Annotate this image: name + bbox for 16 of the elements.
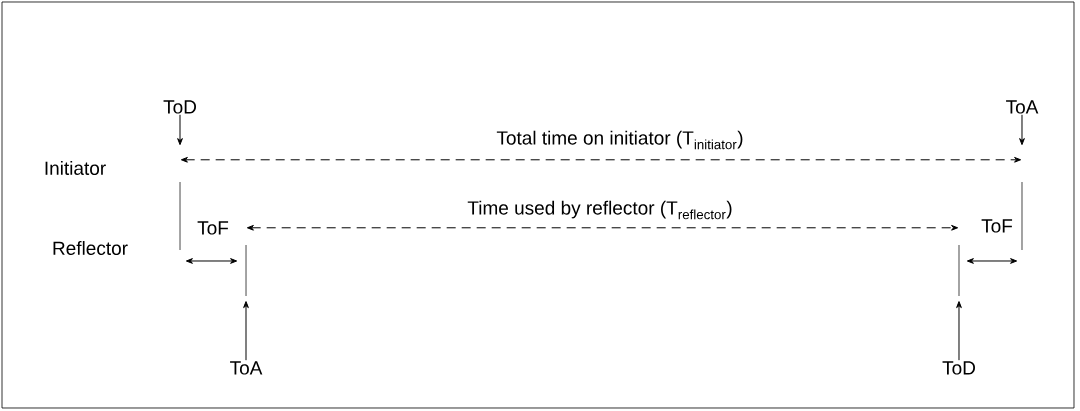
edge-label: $\text{Time used by reflector (T}_{\text{reflector}}\text{)}$ <box>466 199 734 221</box>
row-label: Initiator <box>45 161 106 175</box>
interval-label: ToF <box>197 221 229 235</box>
arrow <box>1019 114 1025 146</box>
dashed-arrow <box>180 156 1022 163</box>
time-label: ToA <box>1006 100 1039 114</box>
time-label: ToD <box>163 100 196 114</box>
arrow <box>956 301 962 361</box>
time-label: ToD <box>942 361 975 375</box>
row-label: Reflector <box>53 241 128 255</box>
arrow <box>177 114 183 146</box>
interval-label: ToF <box>981 219 1013 233</box>
time-label: ToA <box>230 361 263 375</box>
dashed-arrow <box>246 224 959 231</box>
arrow <box>243 301 249 361</box>
edge-label: $\text{Total time on initiator (T}_{\text{initiator}}\text{)}$ <box>495 129 745 151</box>
